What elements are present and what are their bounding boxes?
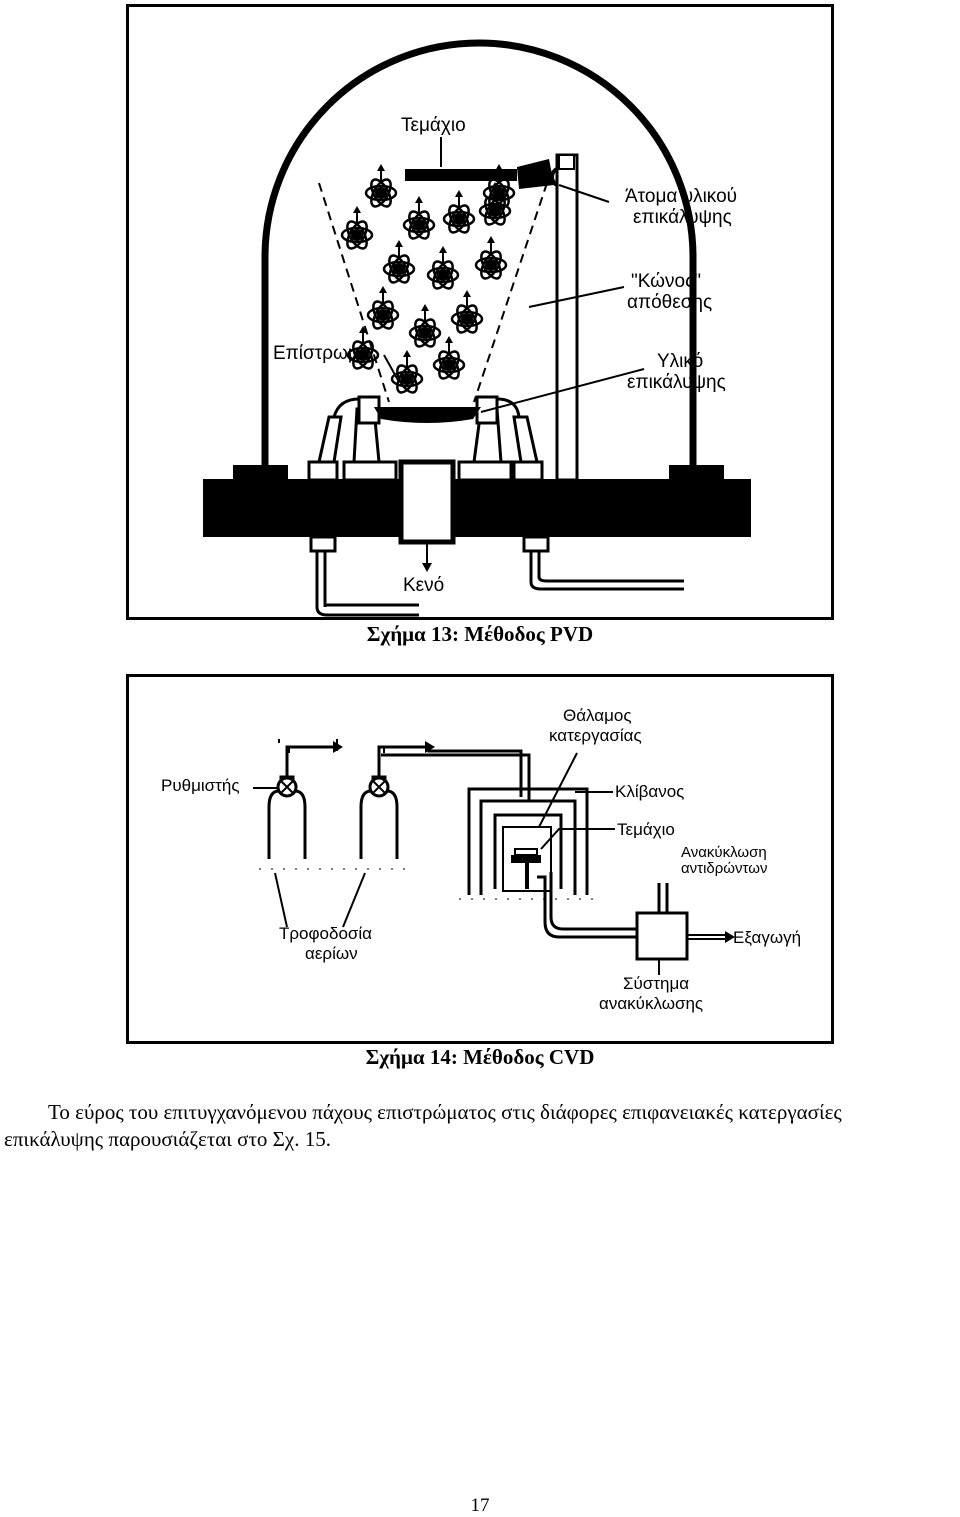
label-regulator: Ρυθμιστής [161, 776, 240, 795]
label-recirc-reactants-2: αντιδρώντων [681, 860, 767, 877]
page-number: 17 [470, 1495, 490, 1516]
label-chamber: Θάλαμος [563, 706, 632, 725]
caption-figure-13: Σχήμα 13: Μέθοδος PVD [366, 622, 594, 646]
label-chamber-2: κατεργασίας [549, 726, 642, 745]
pvd-diagram: Τεμάχιο Άτομα υλικού επικάλυψης "Κώνος" … [203, 39, 751, 617]
base-plate [203, 479, 751, 537]
label-workpiece: Τεμάχιο [401, 115, 466, 136]
caption-figure-14: Σχήμα 14: Μέθοδος CVD [365, 1045, 595, 1069]
label-vacuum: Κενό [403, 575, 444, 596]
label-coating-material: Υλικό [657, 351, 703, 372]
figure-cvd: Θάλαμος κατεργασίας Ρυθμιστής Κλίβανος Τ… [126, 674, 834, 1044]
cvd-diagram: Θάλαμος κατεργασίας Ρυθμιστής Κλίβανος Τ… [161, 706, 801, 1013]
gas-cylinder-1 [267, 745, 337, 859]
label-coating-atoms: Άτομα υλικού [625, 186, 737, 207]
label-recirc-system: Σύστημα [623, 974, 689, 993]
label-furnace: Κλίβανος [615, 782, 684, 801]
label-deposition-cone: "Κώνος" [631, 271, 701, 292]
label-deposition-cone-2: απόθεσης [627, 292, 712, 313]
gas-cylinder-2 [359, 745, 429, 859]
body-paragraph-line-2: επικάλυψης παρουσιάζεται στο Σχ. 15. [4, 1127, 331, 1151]
bell-jar [261, 39, 697, 479]
label-exhaust: Εξαγωγή [733, 928, 801, 947]
label-substrate: Επίστρωμα [273, 343, 370, 364]
label-gas-supply-2: αερίων [305, 944, 358, 963]
vacuum-port [398, 459, 456, 545]
figure-pvd: Τεμάχιο Άτομα υλικού επικάλυψης "Κώνος" … [126, 4, 834, 620]
label-coating-material-2: επικάλυψης [627, 372, 726, 393]
left-electrode [307, 395, 398, 607]
workpiece-bar [405, 169, 517, 181]
furnace [467, 787, 589, 895]
support-post [555, 153, 579, 482]
coating-boat [374, 407, 481, 423]
label-workpiece-cvd: Τεμάχιο [617, 820, 675, 839]
body-paragraph-line-1: Το εύρος του επιτυγχανόμενου πάχους επισ… [48, 1100, 842, 1124]
recirculation-system [635, 911, 689, 961]
label-gas-supply: Τροφοδοσία [279, 924, 372, 943]
label-recirc-system-2: ανακύκλωσης [599, 994, 703, 1013]
label-coating-atoms-2: επικάλυψης [633, 207, 732, 228]
label-recirc-reactants: Ανακύκλωση [681, 844, 767, 861]
right-electrode [457, 395, 684, 591]
